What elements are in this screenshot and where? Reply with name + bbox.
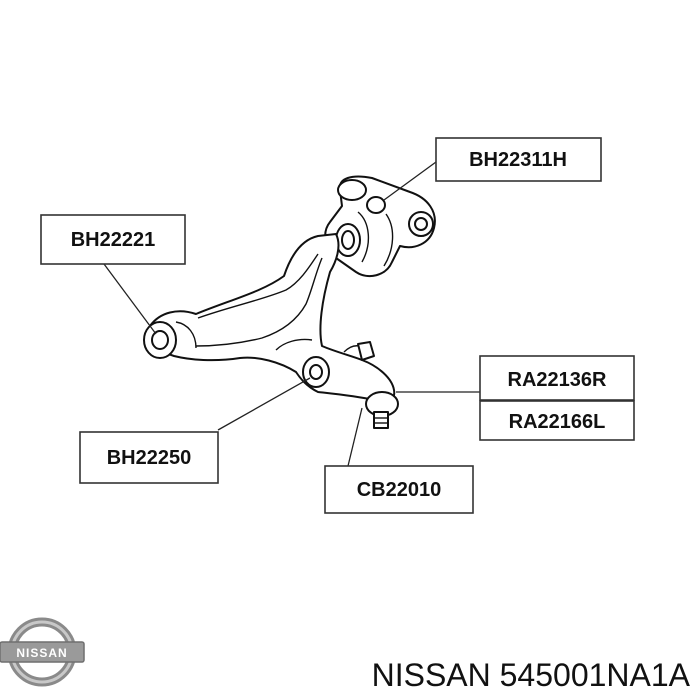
leader-bh22250 [217, 377, 311, 431]
part-number-footer: NISSAN 545001NA1A [371, 657, 690, 693]
callout-ra22136r: RA22136R [479, 355, 635, 401]
callout-ra22136r-label: RA22136R [508, 369, 608, 391]
callout-bh22221-label: BH22221 [71, 229, 156, 251]
lower-control-arm [143, 175, 436, 429]
leader-lines [103, 161, 480, 467]
callout-bh22250: BH22250 [79, 431, 219, 484]
leader-bh22221 [103, 263, 157, 335]
nissan-logo-text: NISSAN [16, 646, 67, 660]
callout-cb22010: CB22010 [324, 465, 474, 514]
callout-bh22221: BH22221 [40, 214, 186, 265]
callout-cb22010-label: CB22010 [357, 479, 442, 501]
callout-bh22311h: BH22311H [435, 137, 602, 182]
callout-bh22250-label: BH22250 [107, 447, 192, 469]
callout-ra22166l-label: RA22166L [509, 411, 606, 433]
nissan-logo: NISSAN [0, 617, 85, 687]
leader-cb22010 [347, 407, 363, 467]
callout-bh22311h-label: BH22311H [469, 149, 567, 171]
callout-ra22166l: RA22166L [479, 400, 635, 441]
leader-bh22311h [383, 161, 437, 201]
